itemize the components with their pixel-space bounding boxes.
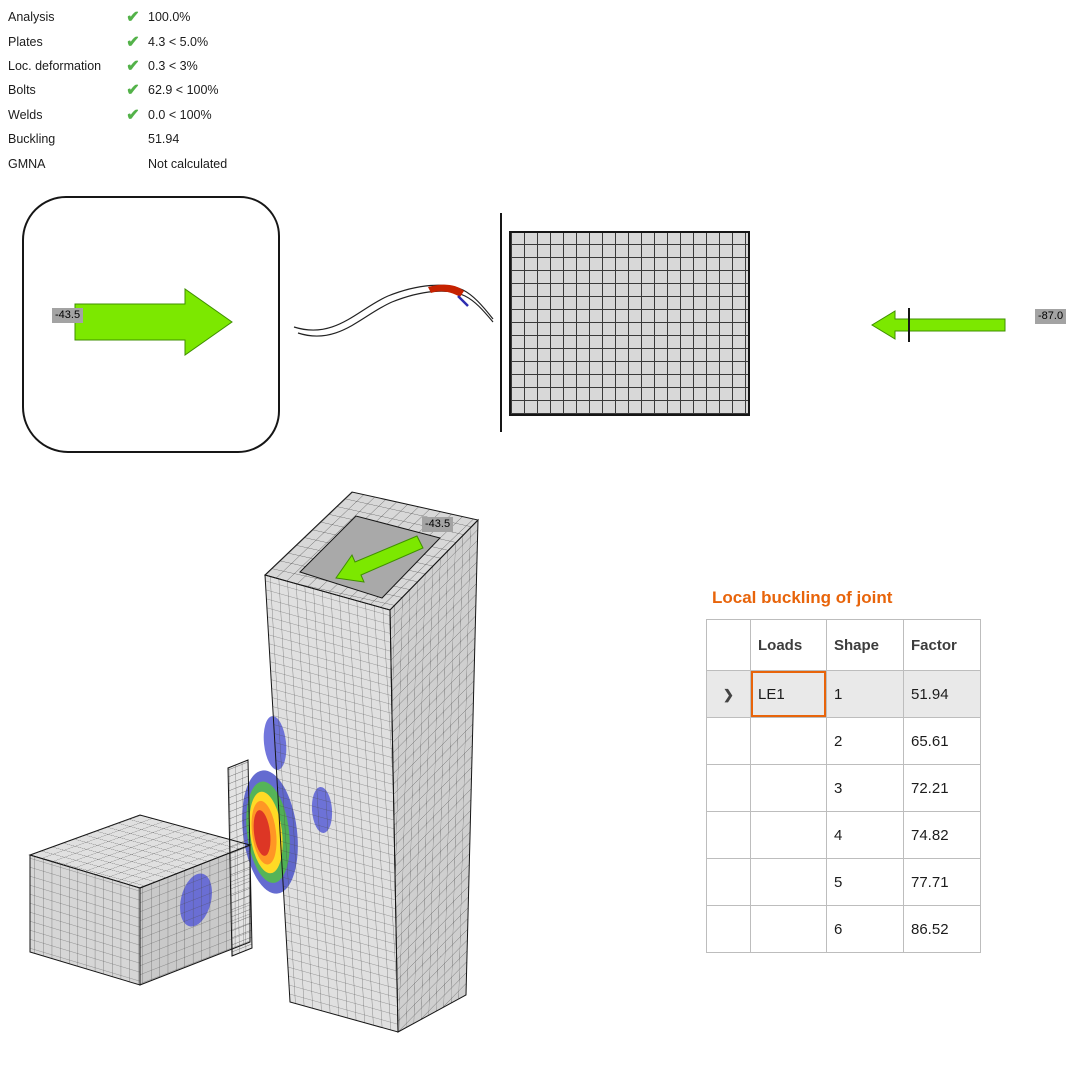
cell-loads[interactable] <box>750 905 827 953</box>
cell-loads[interactable] <box>750 858 827 906</box>
cell-loads[interactable]: LE1 <box>750 670 827 718</box>
meshed-plate-2d <box>509 231 750 416</box>
check-pass-icon: ✔ <box>126 82 140 100</box>
check-pass-icon: ✔ <box>126 57 140 75</box>
check-pass-icon: ✔ <box>126 33 140 51</box>
cell-factor[interactable]: 51.94 <box>903 670 981 718</box>
cell-shape[interactable]: 5 <box>826 858 904 906</box>
row-selector-cell[interactable] <box>706 905 751 953</box>
check-value: 0.3 < 3% <box>148 58 198 73</box>
table-row-6[interactable]: 6 86.52 <box>706 905 981 953</box>
check-row-bolts: Bolts ✔ 62.9 < 100% <box>8 78 298 102</box>
load-value-label: -87.0 <box>1035 309 1067 324</box>
check-label: Analysis <box>8 10 55 25</box>
header-loads[interactable]: Loads <box>750 619 827 671</box>
check-row-buckling: Buckling 51.94 <box>8 127 298 151</box>
row-selector-cell[interactable] <box>706 717 751 765</box>
deformed-plate-curve <box>293 284 494 331</box>
check-value: 100.0% <box>148 10 191 25</box>
header-factor[interactable]: Factor <box>903 619 981 671</box>
buckling-table: Loads Shape Factor ❯ LE1 1 51.94 2 65.61 <box>706 619 981 953</box>
cell-shape[interactable]: 6 <box>826 905 904 953</box>
row-selector-cell[interactable] <box>706 858 751 906</box>
row-selector-cell[interactable]: ❯ <box>706 670 751 718</box>
panel-title: Local buckling of joint <box>712 588 893 607</box>
check-value: 51.94 <box>148 132 180 147</box>
load-arrow-right <box>871 310 1006 340</box>
cell-factor[interactable]: 74.82 <box>903 811 981 859</box>
cell-loads[interactable] <box>750 717 827 765</box>
cell-factor[interactable]: 72.21 <box>903 764 981 812</box>
check-value: 62.9 < 100% <box>148 83 219 98</box>
fe-mesh-overlay <box>30 492 478 1032</box>
row-selector-cell[interactable] <box>706 811 751 859</box>
check-label: Welds <box>8 107 43 122</box>
check-row-plates: Plates ✔ 4.3 < 5.0% <box>8 29 298 53</box>
check-label: Bolts <box>8 83 36 98</box>
deformed-plate-curve <box>297 290 494 337</box>
load-arrow-left <box>74 288 233 356</box>
check-pass-icon: ✔ <box>126 9 140 27</box>
check-value: 0.0 < 100% <box>148 107 212 122</box>
header-shape[interactable]: Shape <box>826 619 904 671</box>
check-row-welds: Welds ✔ 0.0 < 100% <box>8 103 298 127</box>
check-label: Loc. deformation <box>8 58 102 73</box>
cell-shape[interactable]: 3 <box>826 764 904 812</box>
buckling-panel: Local buckling of joint Loads Shape Fact… <box>706 588 984 953</box>
cell-factor[interactable]: 86.52 <box>903 905 981 953</box>
row-selector-cell[interactable] <box>706 764 751 812</box>
row-selector-icon: ❯ <box>723 686 734 702</box>
check-value: Not calculated <box>148 156 228 171</box>
check-summary: Analysis ✔ 100.0% Plates ✔ 4.3 < 5.0% Lo… <box>8 5 298 176</box>
check-row-gmna: GMNA Not calculated <box>8 151 298 175</box>
cell-factor[interactable]: 65.61 <box>903 717 981 765</box>
check-value: 4.3 < 5.0% <box>148 34 209 49</box>
check-pass-icon: ✔ <box>126 106 140 124</box>
cell-shape[interactable]: 1 <box>826 670 904 718</box>
plate-edge-line <box>500 213 502 432</box>
check-label: Buckling <box>8 132 56 147</box>
check-row-loc-deformation: Loc. deformation ✔ 0.3 < 3% <box>8 54 298 78</box>
table-header-row: Loads Shape Factor <box>706 619 981 671</box>
load-value-label: -43.5 <box>422 517 454 532</box>
load-value-label: -43.5 <box>52 308 84 323</box>
cell-shape[interactable]: 2 <box>826 717 904 765</box>
table-row-5[interactable]: 5 77.71 <box>706 858 981 906</box>
load-arrow-3d <box>335 535 424 583</box>
cell-loads[interactable] <box>750 811 827 859</box>
check-row-analysis: Analysis ✔ 100.0% <box>8 5 298 29</box>
cell-factor[interactable]: 77.71 <box>903 858 981 906</box>
table-row-2[interactable]: 2 65.61 <box>706 717 981 765</box>
member-outlines <box>28 491 479 1033</box>
check-label: GMNA <box>8 156 46 171</box>
table-row-1[interactable]: ❯ LE1 1 51.94 <box>706 670 981 718</box>
load-diagram-2d[interactable] <box>0 190 1080 470</box>
table-row-3[interactable]: 3 72.21 <box>706 764 981 812</box>
stress-region-red <box>428 284 464 297</box>
table-row-4[interactable]: 4 74.82 <box>706 811 981 859</box>
stress-region-blue <box>457 295 469 307</box>
header-selector <box>706 619 751 671</box>
cell-loads[interactable] <box>750 764 827 812</box>
model-3d-viewport[interactable] <box>0 480 510 1080</box>
check-label: Plates <box>8 34 43 49</box>
cell-shape[interactable]: 4 <box>826 811 904 859</box>
